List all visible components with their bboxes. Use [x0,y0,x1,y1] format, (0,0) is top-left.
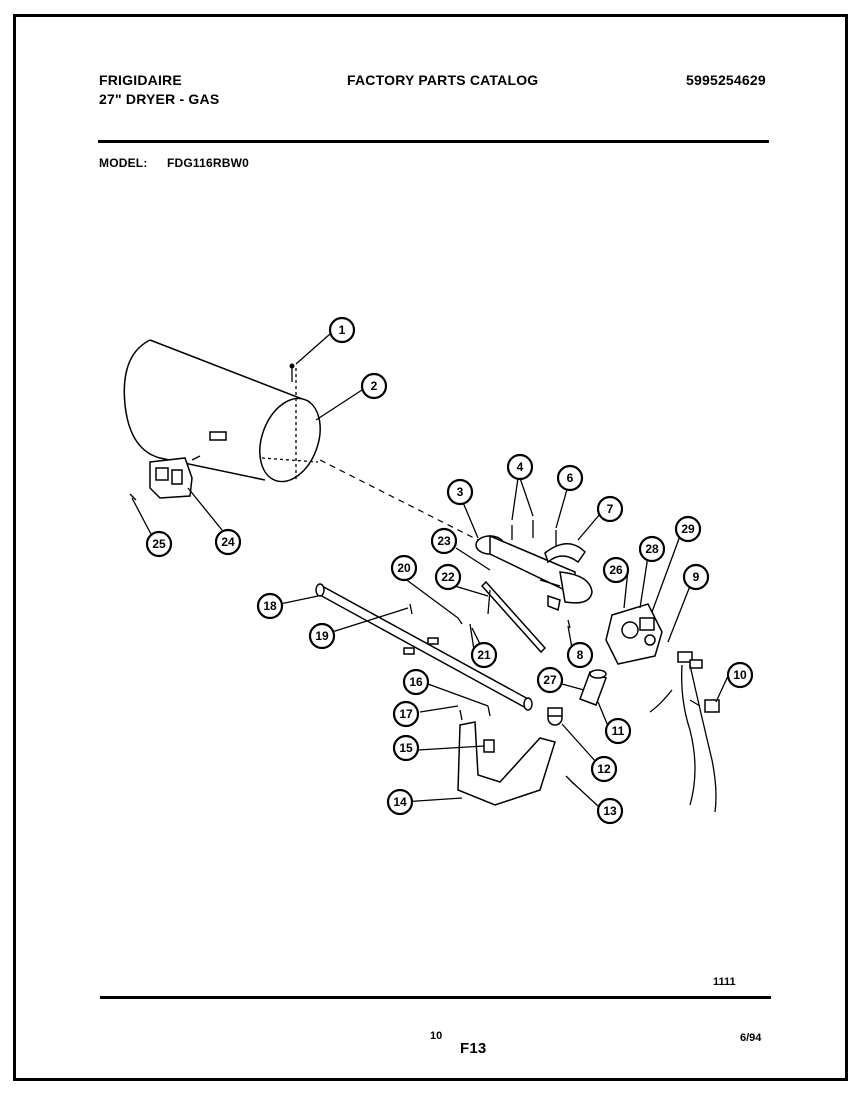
svg-text:10: 10 [733,668,747,682]
page-border [13,14,848,1081]
svg-text:2: 2 [371,379,378,393]
svg-text:8: 8 [577,648,584,662]
mounting-bracket-part [457,705,575,806]
callout-14: 14 [386,788,414,816]
burner-tube-part [315,583,533,711]
callout-6: 6 [556,464,584,492]
page-number: 10 [430,1030,443,1042]
wire-harness-part [649,651,720,813]
svg-text:29: 29 [681,522,695,536]
svg-text:28: 28 [645,542,659,556]
model-label: MODEL: [99,156,148,170]
callout-21: 21 [470,641,498,669]
model-value: FDG116RBW0 [167,156,250,170]
callout-13: 13 [596,797,624,825]
callout-28: 28 [638,535,666,563]
callout-3: 3 [446,478,474,506]
callout-17: 17 [392,700,420,728]
callout-24: 24 [214,528,242,556]
svg-text:26: 26 [609,563,623,577]
svg-text:21: 21 [477,648,491,662]
callout-26: 26 [602,556,630,584]
callout-18: 18 [256,592,284,620]
svg-text:27: 27 [543,673,557,687]
footer-rule [100,996,771,999]
callout-23: 23 [430,527,458,555]
svg-text:1: 1 [339,323,346,337]
callout-19: 19 [308,622,336,650]
catalog-number: 5995254629 [686,72,766,88]
brand-name: FRIGIDAIRE [99,72,182,88]
callout-1: 1 [328,316,356,344]
svg-text:14: 14 [393,795,407,809]
svg-text:11: 11 [612,724,625,738]
screw-part [289,363,295,382]
svg-text:24: 24 [221,535,235,549]
svg-text:23: 23 [437,534,451,548]
callout-11: 11 [604,717,632,745]
callout-25: 25 [145,530,173,558]
leader-lines [131,333,729,807]
callout-27: 27 [536,666,564,694]
callout-20: 20 [390,554,418,582]
svg-text:7: 7 [607,502,614,516]
callout-7: 7 [596,495,624,523]
svg-text:3: 3 [457,485,464,499]
svg-text:12: 12 [597,762,611,776]
svg-text:19: 19 [315,629,329,643]
callout-22: 22 [434,563,462,591]
figure-code: 1111 [713,976,736,988]
ignitor-rod-part [409,580,547,654]
svg-text:16: 16 [409,675,423,689]
product-name: 27" DRYER - GAS [99,91,220,107]
callout-9: 9 [682,563,710,591]
gas-valve-part [605,603,663,665]
figure-id: F13 [460,1040,487,1057]
part-25-fastener [129,493,137,501]
svg-text:20: 20 [397,561,411,575]
print-date: 6/94 [740,1032,762,1044]
svg-text:22: 22 [441,570,455,584]
callout-10: 10 [726,661,754,689]
svg-text:13: 13 [603,804,617,818]
callout-29: 29 [674,515,702,543]
svg-text:6: 6 [567,471,574,485]
svg-text:4: 4 [517,460,524,474]
svg-text:18: 18 [263,599,277,613]
valve-coil-part [547,669,607,726]
callout-12: 12 [590,755,618,783]
callout-4: 4 [506,453,534,481]
svg-text:9: 9 [693,570,700,584]
burner-assembly-part [475,520,593,629]
svg-text:17: 17 [399,707,413,721]
svg-text:25: 25 [152,537,166,551]
drum-part [123,339,479,541]
catalog-title: FACTORY PARTS CATALOG [347,72,539,88]
callout-16: 16 [402,668,430,696]
callout-2: 2 [360,372,388,400]
connector-block-part [149,455,201,499]
svg-text:15: 15 [399,741,413,755]
callout-15: 15 [392,734,420,762]
header-rule [98,140,769,143]
callout-8: 8 [566,641,594,669]
